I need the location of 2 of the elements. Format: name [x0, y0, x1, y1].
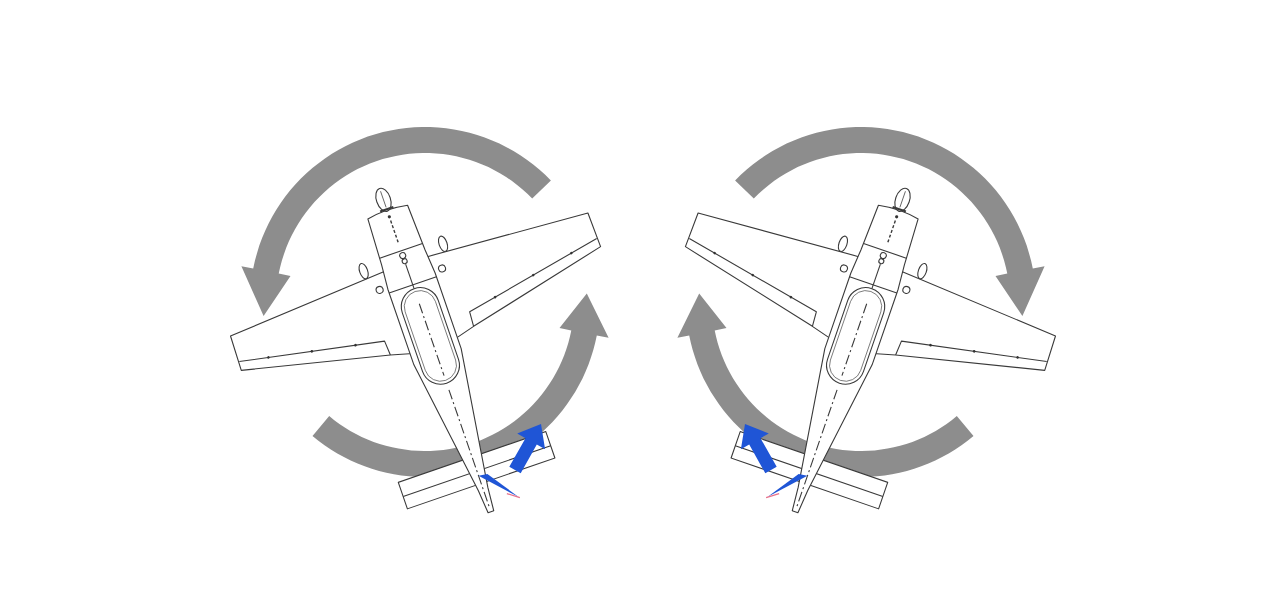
airplane-drawing: [683, 185, 1059, 514]
airplane-drawing: [227, 185, 603, 514]
